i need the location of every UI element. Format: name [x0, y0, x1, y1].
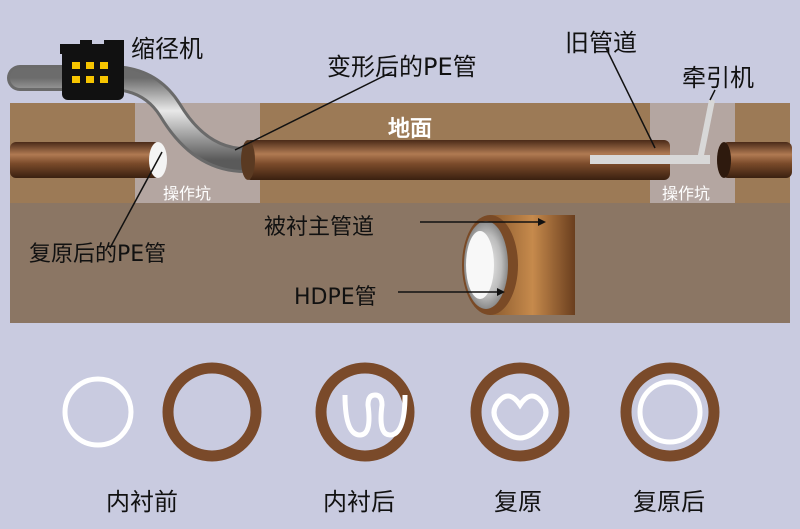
old-pipe-label: 旧管道	[565, 29, 637, 57]
winch-cable	[697, 99, 715, 161]
leader-lines	[109, 47, 716, 293]
soil-lower-layer	[10, 203, 790, 323]
hdpe-arrowhead	[497, 288, 505, 296]
shrinker-machine-icon	[60, 40, 124, 100]
restored-pe-label: 复原后的PE管	[29, 242, 167, 267]
restored-pe-pipe	[10, 142, 160, 178]
stage-label-after-lining: 内衬后	[323, 488, 395, 516]
deformed-pe-pipe	[10, 68, 255, 170]
stage-icon-restoring	[470, 362, 570, 462]
right-pipe-segment	[722, 142, 792, 178]
old-pipe-start	[241, 140, 255, 180]
deformed-pe-label: 变形后的PE管	[327, 53, 477, 81]
host-pipe-section	[462, 215, 575, 315]
winch-label: 牵引机	[682, 64, 754, 92]
stage-label-restoring: 复原	[494, 488, 542, 516]
old-pipe	[245, 140, 670, 180]
hdpe-label: HDPE管	[294, 285, 377, 310]
stage-label-after-restoring: 复原后	[633, 488, 705, 516]
stage-icon-ring-empty	[162, 362, 262, 462]
pit-left-label: 操作坑	[163, 184, 212, 203]
pit-right-label: 操作坑	[662, 184, 711, 203]
ground-label: 地面	[388, 117, 433, 142]
pulling-cable	[590, 155, 710, 164]
stage-icon-before-lining	[62, 376, 134, 448]
stage-label-before-lining: 内衬前	[106, 488, 178, 516]
host-pipe-label: 被衬主管道	[264, 215, 375, 240]
shrinker-label: 缩径机	[131, 35, 203, 63]
stage-icon-after-restoring	[620, 362, 720, 462]
right-pipe-end	[717, 142, 731, 178]
host-pipe-arrowhead	[538, 218, 546, 226]
stage-icon-after-lining	[315, 362, 415, 462]
